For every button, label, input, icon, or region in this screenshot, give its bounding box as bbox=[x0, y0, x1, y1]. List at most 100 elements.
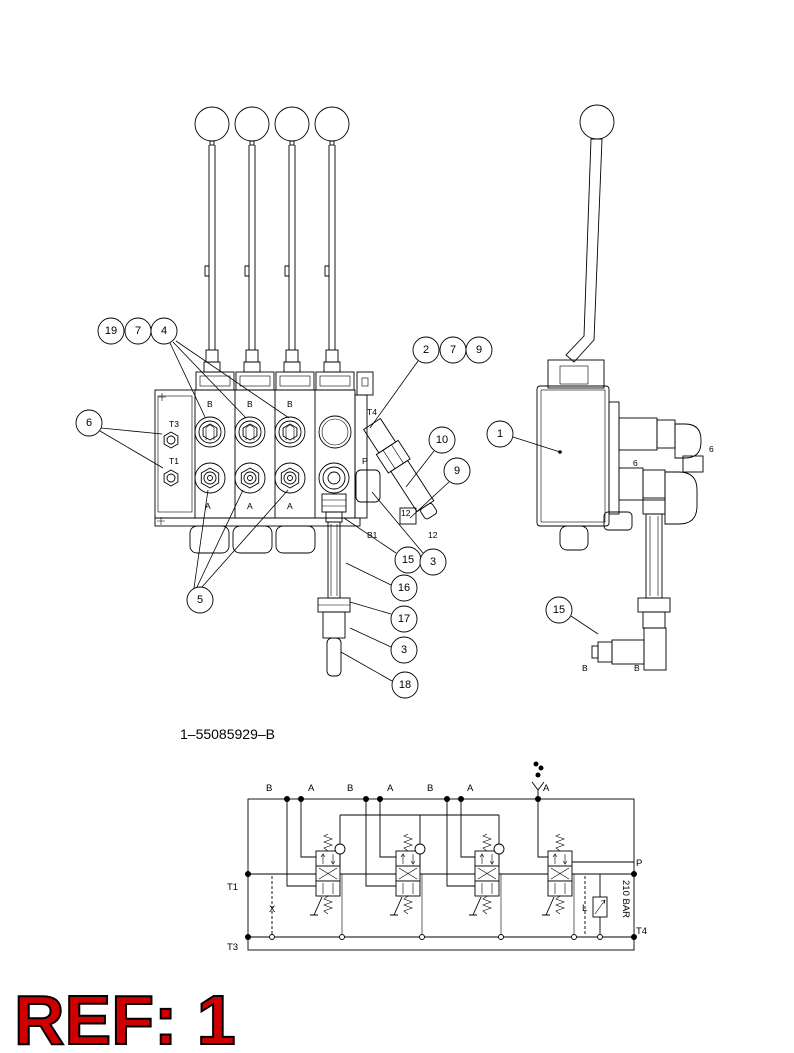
schematic-frame bbox=[247, 798, 635, 951]
spool-position-cell bbox=[474, 880, 500, 897]
callout-balloon bbox=[428, 426, 456, 454]
side-port-fitting bbox=[355, 469, 381, 503]
hydraulic-schematic bbox=[245, 761, 637, 951]
port-a-bore bbox=[243, 471, 257, 485]
port-b-line bbox=[286, 799, 316, 887]
flow-arrows-icon bbox=[479, 853, 495, 865]
callout-number: 4 bbox=[161, 325, 167, 337]
side-upper-adapter bbox=[618, 417, 658, 451]
crossed-flow-arrows-icon bbox=[318, 867, 338, 880]
side-upper-elbow bbox=[674, 423, 702, 459]
lever-clevis bbox=[245, 349, 259, 363]
crossed-flow-arrows-icon bbox=[550, 867, 570, 880]
outlet-top-block-detail bbox=[361, 377, 369, 387]
callout-balloon bbox=[390, 574, 418, 602]
port-a-center bbox=[247, 475, 253, 481]
side-end-face bbox=[608, 401, 620, 515]
side-label-b-left: B bbox=[582, 663, 588, 673]
spool-position-cell bbox=[315, 850, 341, 867]
callout-6: 6 bbox=[75, 409, 103, 437]
corner-marks bbox=[157, 393, 166, 525]
side-hose-ferrule bbox=[642, 611, 666, 629]
port-a-line bbox=[460, 799, 475, 858]
port-b-line bbox=[446, 799, 475, 887]
lever-clevis-base bbox=[243, 361, 261, 373]
junction-dot bbox=[245, 871, 251, 877]
drain-port bbox=[419, 934, 425, 940]
schematic-port-a4: A bbox=[543, 783, 550, 794]
side-spool-cap bbox=[559, 525, 589, 551]
side-bottom-nut bbox=[597, 641, 613, 663]
lever-clevis bbox=[325, 349, 339, 363]
leader-15-side bbox=[570, 615, 599, 635]
lever-neck bbox=[329, 140, 335, 146]
centering-spring-icon bbox=[323, 833, 333, 852]
spool-position-cell bbox=[395, 850, 421, 867]
centering-spring-icon bbox=[482, 833, 492, 852]
load-check-valve-icon bbox=[414, 843, 426, 855]
port-a4-bore bbox=[322, 466, 346, 490]
side-lower-adapter bbox=[618, 467, 644, 501]
port-b-plug-tab bbox=[285, 425, 295, 440]
flow-arrows-icon bbox=[400, 853, 416, 865]
callout-balloons: 19 7 4 2 7 9 6 10 9 1 15 3 16 17 3 18 5 … bbox=[75, 317, 573, 699]
callout-9-top: 9 bbox=[465, 336, 493, 364]
lever-rod-clip bbox=[284, 265, 289, 277]
callout-5: 5 bbox=[186, 586, 214, 614]
relief-valve-hex-nut bbox=[375, 439, 411, 474]
schematic-label-l: L bbox=[582, 903, 587, 914]
ref-label: REF: 1 bbox=[14, 981, 236, 1053]
parallel-flow-paths bbox=[402, 883, 414, 894]
section-top-cover-inner bbox=[199, 375, 231, 387]
leader-5 bbox=[193, 489, 289, 589]
side-body bbox=[536, 385, 610, 527]
side-view-port-labels: 6 6 B B bbox=[582, 444, 714, 673]
port-b-plug-hex bbox=[202, 423, 218, 441]
side-lower-boss bbox=[603, 511, 633, 531]
schematic-port-b3: B bbox=[427, 783, 433, 794]
spool-position-cell bbox=[395, 880, 421, 897]
fitting-nut-flats bbox=[322, 499, 346, 507]
port-plug-inner bbox=[321, 418, 349, 446]
callout-balloon bbox=[419, 548, 447, 576]
port-label-t1: T1 bbox=[169, 456, 179, 466]
inlet-plate bbox=[157, 395, 193, 513]
lever-neck bbox=[249, 140, 255, 146]
side-top-cover-inner bbox=[559, 365, 589, 385]
motion-dot bbox=[538, 765, 544, 771]
side-label-b-right: B bbox=[634, 663, 640, 673]
callout-number: 2 bbox=[423, 344, 429, 356]
callout-number: 5 bbox=[197, 594, 203, 606]
leader-17 bbox=[349, 601, 392, 615]
leader-10 bbox=[405, 450, 435, 488]
side-body-inner bbox=[540, 389, 606, 523]
tank-port-bore bbox=[166, 473, 176, 483]
relief-valve-sleeve bbox=[390, 459, 435, 513]
port-a-center bbox=[207, 475, 213, 481]
spool-end-cap bbox=[275, 525, 316, 554]
callout-balloon bbox=[75, 409, 103, 437]
schematic-port-b2: B bbox=[347, 783, 353, 794]
fitting-ferrule bbox=[325, 511, 343, 523]
section-top-cover-inner bbox=[319, 375, 351, 387]
outlet-top-block bbox=[356, 371, 374, 396]
valve-front-view bbox=[154, 106, 438, 677]
schematic-port-a2: A bbox=[387, 783, 394, 794]
callout-balloon bbox=[486, 420, 514, 448]
schematic-label-x: X bbox=[269, 904, 276, 915]
callout-balloon bbox=[97, 317, 125, 345]
side-lever-rod bbox=[565, 138, 603, 363]
tank-port-hex bbox=[163, 431, 179, 449]
spool-end-cap bbox=[189, 525, 230, 554]
port-a-boss bbox=[274, 462, 306, 494]
lever-actuator-icon bbox=[390, 896, 403, 916]
port-label-a2: A bbox=[247, 501, 253, 511]
callout-17: 17 bbox=[390, 605, 418, 633]
adapter-body bbox=[322, 611, 346, 639]
valve-side-view bbox=[536, 104, 704, 671]
side-hose-crimp bbox=[637, 597, 671, 613]
schematic-port-b1: B bbox=[266, 783, 272, 794]
leader-18 bbox=[340, 651, 393, 682]
callout-number: 7 bbox=[450, 344, 456, 356]
